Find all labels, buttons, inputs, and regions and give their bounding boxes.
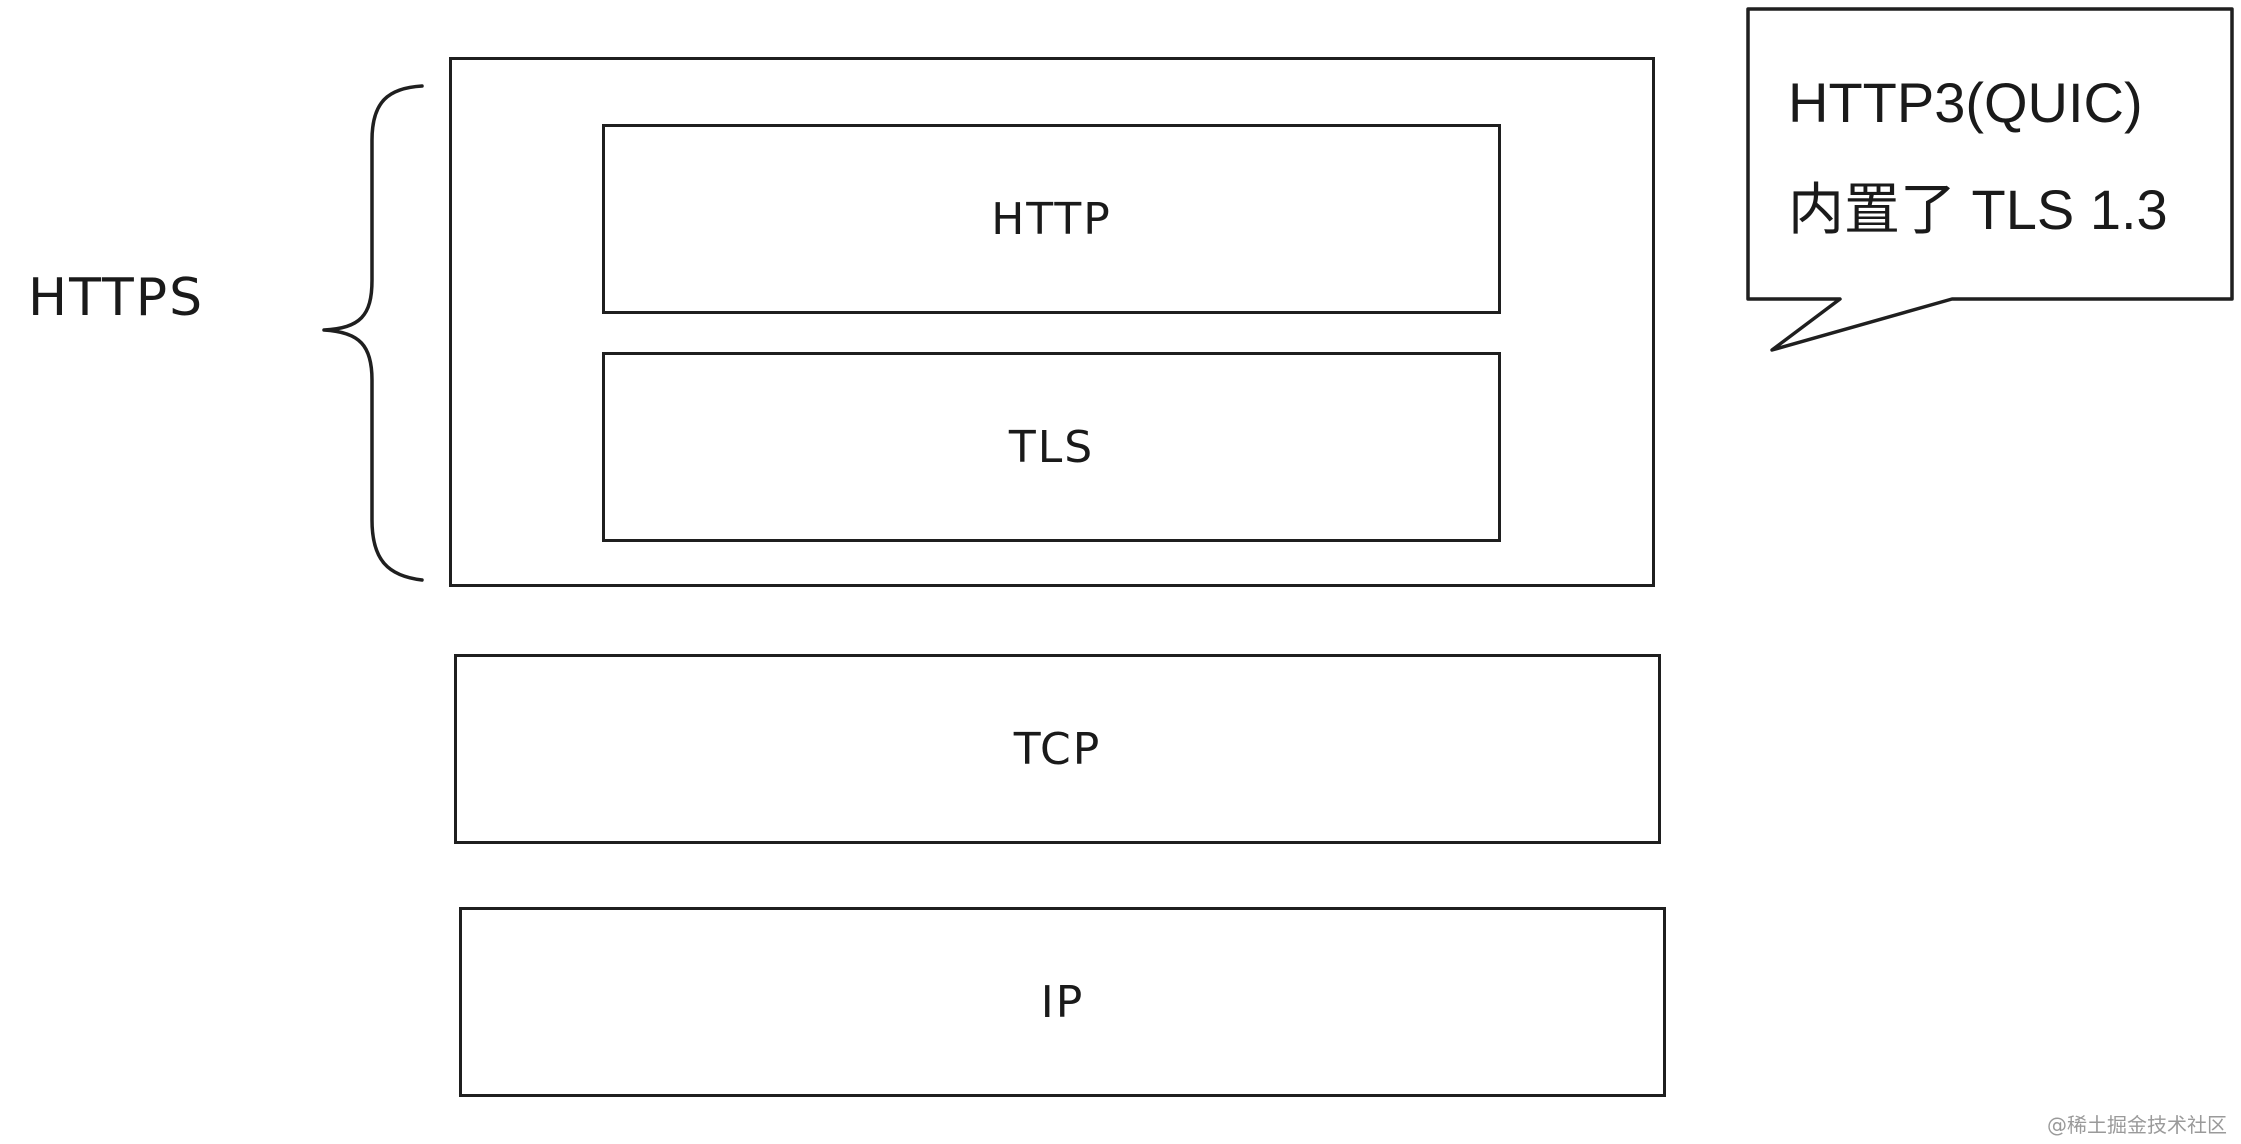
tcp-layer-label: TCP (1013, 723, 1102, 775)
curly-brace-icon (322, 84, 424, 582)
ip-layer-box: IP (459, 907, 1666, 1097)
callout-text-line-2: 内置了 TLS 1.3 (1788, 178, 2168, 241)
http-layer-label: HTTP (991, 193, 1112, 245)
http-layer-box: HTTP (602, 124, 1501, 314)
tls-layer-label: TLS (1008, 421, 1095, 473)
watermark-text: @稀土掘金技术社区 (2047, 1113, 2227, 1137)
callout-text-line-1: HTTP3(QUIC) (1788, 71, 2143, 134)
https-stack-container (449, 57, 1655, 587)
speech-bubble-callout (1746, 7, 2234, 352)
ip-layer-label: IP (1040, 976, 1085, 1028)
https-group-label: HTTPS (28, 268, 205, 328)
tcp-layer-box: TCP (454, 654, 1661, 844)
tls-layer-box: TLS (602, 352, 1501, 542)
